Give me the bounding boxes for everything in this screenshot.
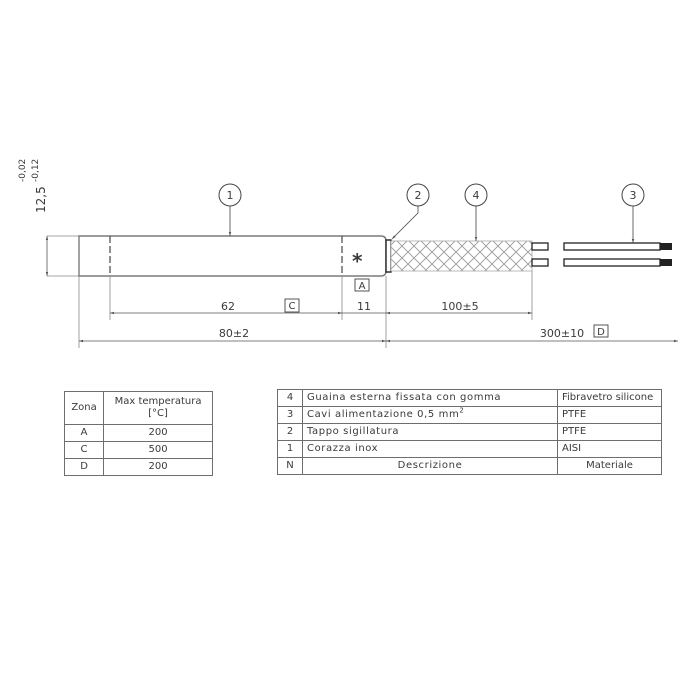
dimension-11: 11: [342, 300, 386, 314]
dimension-100: 100±5: [386, 300, 532, 315]
table-header-row: N Descrizione Materiale: [277, 457, 662, 475]
diameter-nominal: 12,5: [34, 186, 48, 213]
svg-text:11: 11: [357, 300, 371, 313]
diameter-dimension: -0,02 -0,12 12,5: [18, 159, 79, 277]
svg-text:1: 1: [227, 189, 234, 202]
svg-text:3: 3: [630, 189, 637, 202]
svg-text:100±5: 100±5: [441, 300, 478, 313]
svg-text:62: 62: [221, 300, 235, 313]
balloon-1: 1: [218, 183, 242, 236]
table-row: 4 Guaina esterna fissata con gomma Fibra…: [277, 389, 662, 407]
lead-wires: [531, 242, 672, 267]
seal-cap: [385, 239, 392, 273]
dimension-62: 62 C: [110, 298, 342, 315]
dimension-300: 300±10 D: [386, 324, 678, 343]
svg-text:4: 4: [473, 189, 480, 202]
svg-text:A: A: [359, 281, 366, 292]
sheath-tube: *: [78, 235, 387, 277]
zone-header: Zona: [63, 391, 105, 425]
cold-zone-asterisk: *: [352, 249, 363, 273]
diameter-tolerance-upper: -0,02: [18, 159, 28, 182]
zone-a-tag: A: [354, 278, 370, 292]
balloon-3: 3: [621, 183, 645, 243]
zone-d-tag: D: [597, 327, 605, 338]
svg-text:80±2: 80±2: [219, 327, 249, 340]
balloon-4: 4: [464, 183, 488, 241]
balloon-2: 2: [391, 183, 430, 240]
zone-c-tag: C: [289, 301, 296, 312]
dimension-80: 80±2: [79, 327, 386, 343]
parts-list-table: 4 Guaina esterna fissata con gomma Fibra…: [277, 389, 662, 475]
svg-text:2: 2: [415, 189, 422, 202]
table-row: 1 Corazza inox AISI: [277, 440, 662, 458]
table-row: 2 Tappo sigillatura PTFE: [277, 423, 662, 441]
max-temp-header: Max temperatura [°C]: [103, 391, 213, 425]
braided-sleeve: [390, 240, 533, 272]
svg-text:300±10: 300±10: [540, 327, 584, 340]
diameter-tolerance-lower: -0,12: [31, 159, 41, 182]
table-row: 3 Cavi alimentazione 0,5 mm2 PTFE: [277, 406, 662, 424]
